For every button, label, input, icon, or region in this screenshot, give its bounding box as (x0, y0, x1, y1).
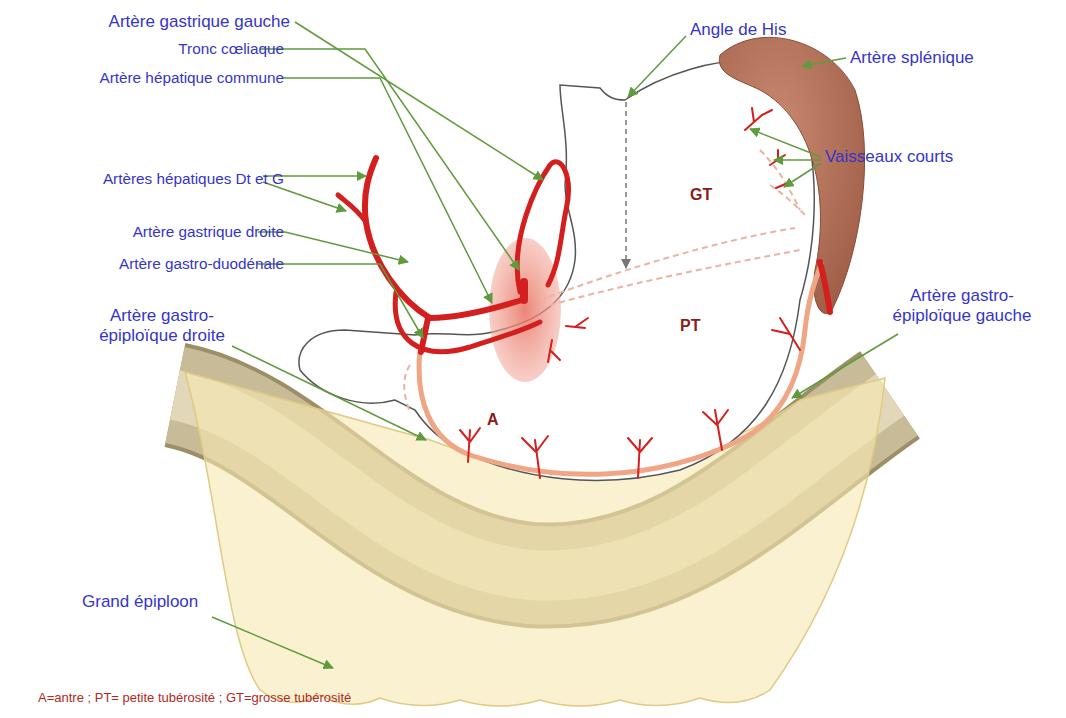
arteries (338, 158, 830, 352)
landmark-label: Angle de His (690, 19, 786, 41)
artery-label: Artère splénique (850, 47, 974, 69)
gastroepiploic-arcade (419, 262, 822, 474)
organ-label: Grand épiploon (82, 591, 198, 613)
artery-label: Artère gastrique droite (4, 221, 284, 243)
hidden-vessels (404, 150, 805, 412)
region-letter: PT (680, 316, 700, 336)
stomach-outline (299, 61, 814, 481)
artery-label: Artères hépatiques Dt et G (4, 168, 284, 190)
artery-label: Artère gastro- épiploïque gauche (880, 286, 1044, 326)
arterial-branches (460, 108, 800, 478)
artery-label: Artère gastrique gauche (10, 11, 290, 33)
legend-note: A=antre ; PT= petite tubérosité ; GT=gro… (38, 689, 351, 706)
artery-label: Tronc cœliaque (4, 38, 284, 60)
his-axis (625, 102, 627, 268)
artery-label: Artère gastro-duodénale (4, 253, 284, 275)
region-letter: A (487, 410, 499, 430)
artery-label: Artère gastro- épiploïque droite (86, 306, 238, 346)
leader-lines (212, 22, 898, 668)
artery-label: Artère hépatique commune (4, 67, 284, 89)
celiac-region (489, 238, 561, 382)
vessel-label: Vaisseaux courts (825, 146, 953, 168)
spleen (719, 37, 864, 313)
region-letter: GT (690, 185, 712, 205)
